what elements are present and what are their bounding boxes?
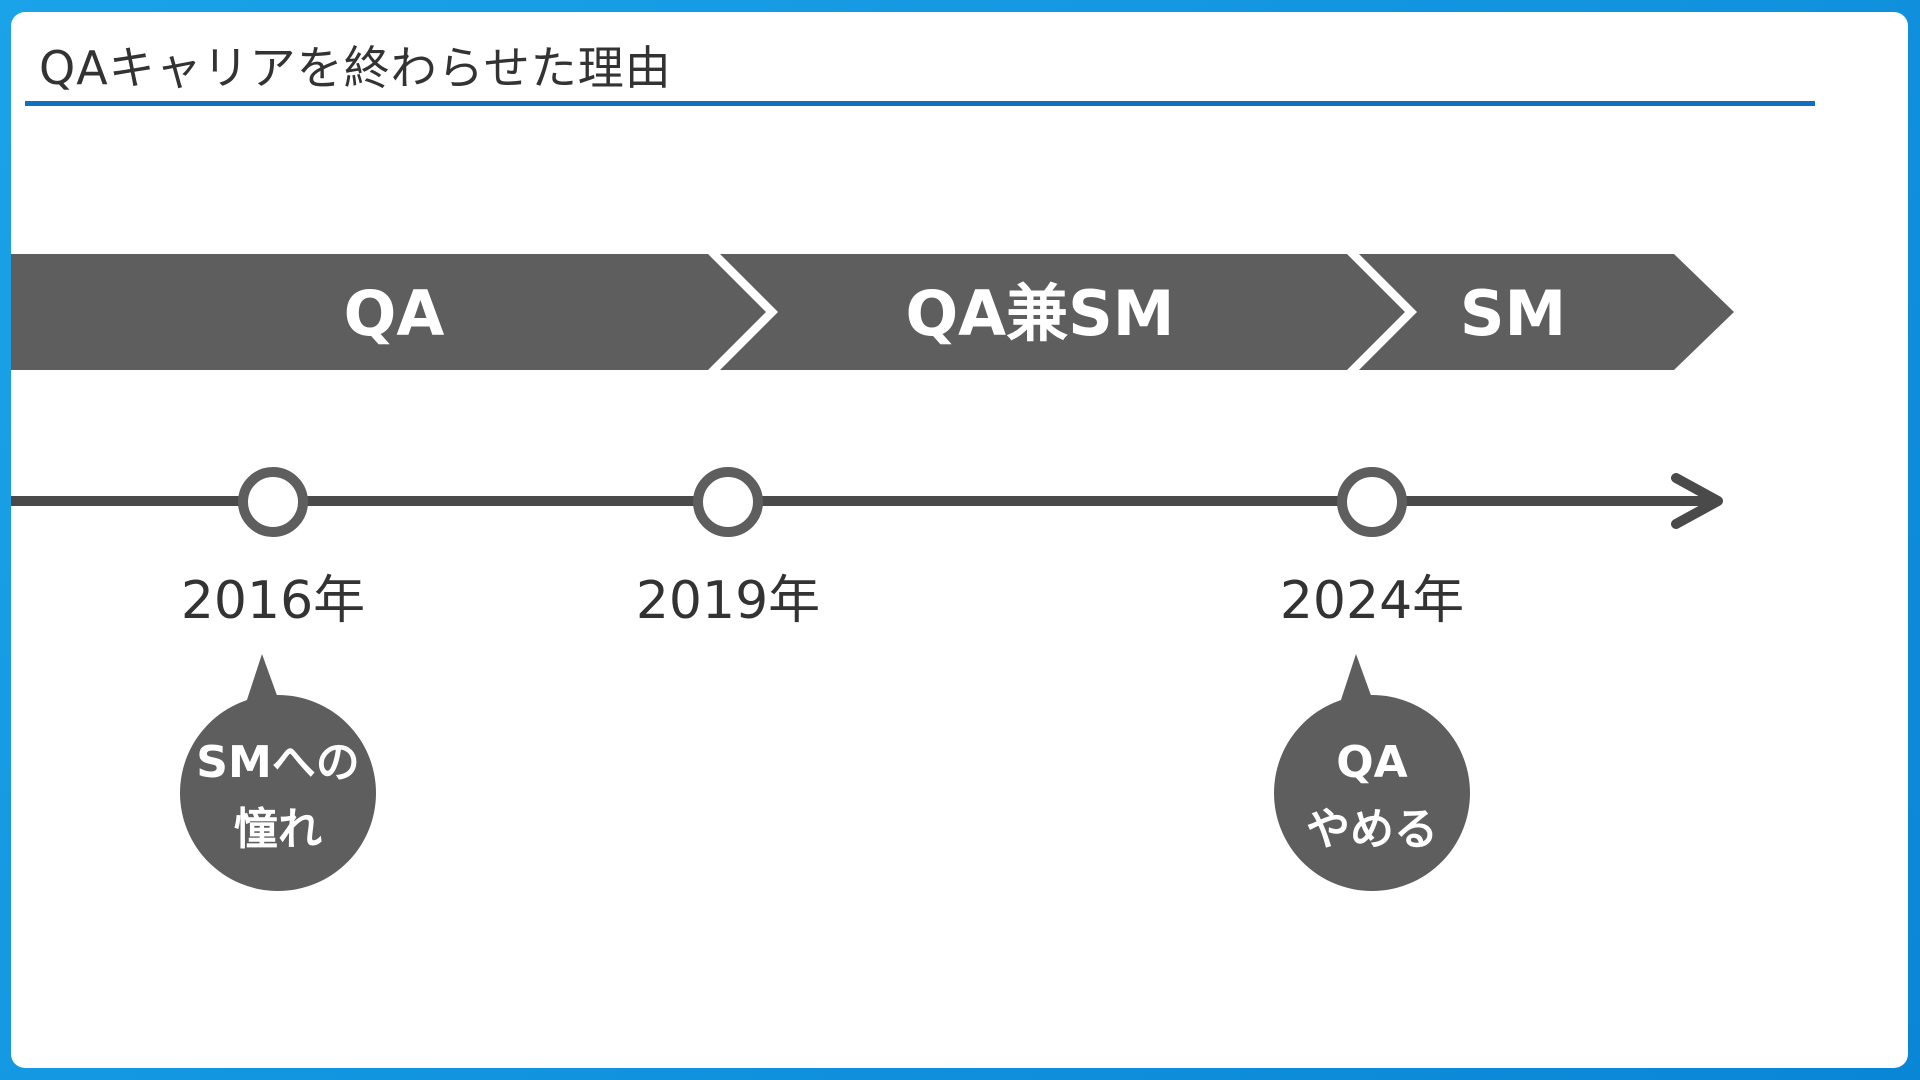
slide: QAキャリアを終わらせた理由 QA QA兼SM SM 2016年 2019年 2… [11,12,1908,1068]
speech-bubble-line1: QA [1336,737,1407,788]
career-timeline-diagram: QA QA兼SM SM 2016年 2019年 2024年 SMへの 憧れ QA… [11,254,1734,891]
speech-bubble-body [1274,695,1470,891]
speech-bubble-quit-qa: QA やめる [1274,654,1470,891]
phase-label-sm: SM [1460,277,1566,350]
phase-label-qa: QA [344,277,445,350]
speech-bubble-admiration: SMへの 憧れ [180,654,376,891]
milestone-marker-2024 [1337,467,1407,537]
speech-bubble-line2: 憧れ [234,804,322,855]
milestone-year-2024: 2024年 [1280,571,1464,631]
milestone-year-2016: 2016年 [181,571,365,631]
phase-chevron-qa [11,254,766,370]
phase-label-qa-sm: QA兼SM [905,277,1174,350]
timeline-arrowhead-icon [1671,473,1723,529]
slide-title: QAキャリアを終わらせた理由 [39,41,672,95]
phase-chevron-sm [1359,254,1734,370]
phase-chevrons [11,254,1734,370]
milestone-marker-2016 [238,467,308,537]
speech-bubble-body [180,695,376,891]
milestone-marker-2019 [693,467,763,537]
phase-chevron-qa-sm [720,254,1405,370]
title-underline [25,101,1815,106]
speech-bubble-line2: やめる [1306,804,1438,855]
speech-bubble-line1: SMへの [196,737,359,788]
milestone-year-2019: 2019年 [636,571,820,631]
